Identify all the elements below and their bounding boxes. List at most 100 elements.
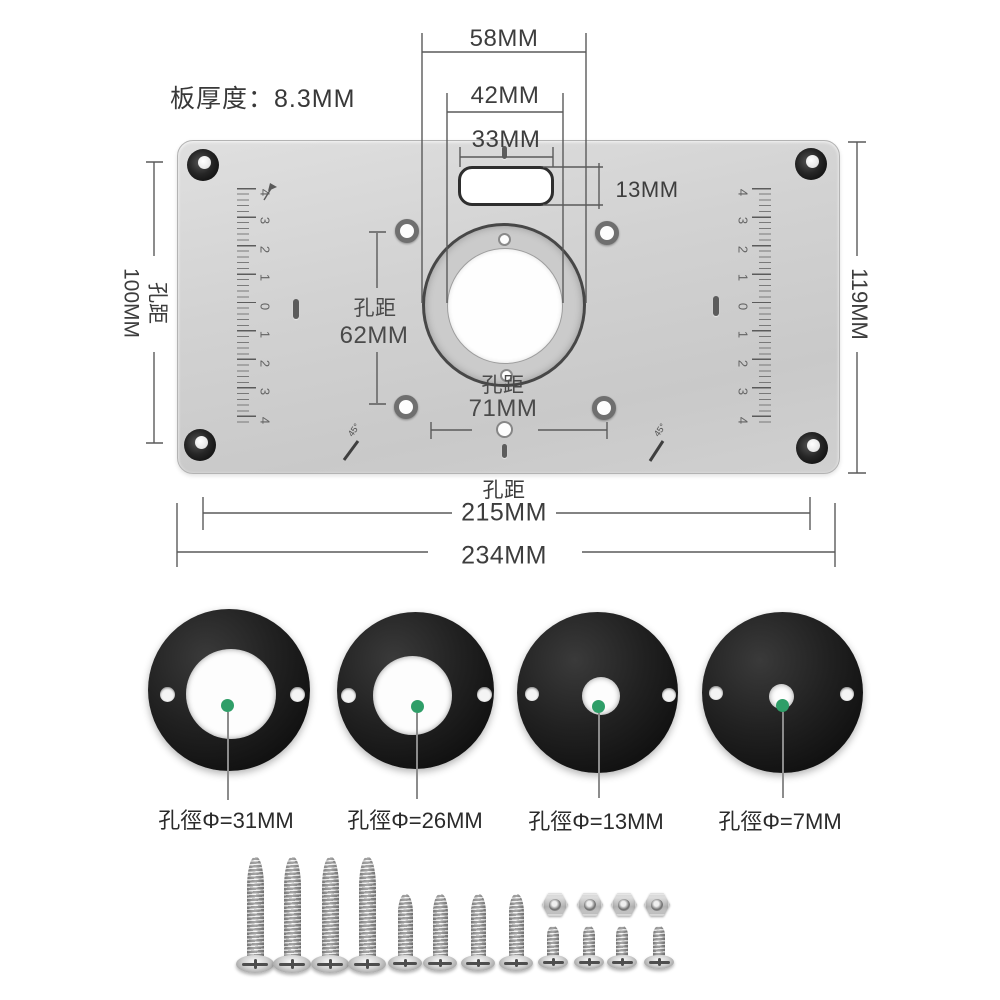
- screw-shaft: [397, 894, 413, 959]
- ring-screw-hole-bottom: [500, 369, 513, 382]
- flat-head-screw: [574, 926, 604, 969]
- ruler-number: 1: [257, 274, 273, 282]
- center-opening: [447, 248, 563, 364]
- leader-line: [416, 713, 418, 799]
- screw-head: [644, 955, 674, 969]
- hex-nut: [644, 893, 670, 916]
- machine-screw: [388, 894, 422, 971]
- mount-hole-bottom-right: [592, 396, 616, 420]
- ruler-minor-ticks: [759, 188, 771, 426]
- machine-screw: [499, 894, 533, 971]
- center-point-dot: [592, 700, 605, 713]
- ruler-number: 0: [257, 302, 273, 310]
- ring-label-26mm: 孔徑Φ=26MM: [347, 808, 483, 833]
- flat-head-screw: [607, 926, 637, 969]
- phillips-cross: [476, 958, 480, 968]
- ring-label-13mm: 孔徑Φ=13MM: [528, 809, 664, 834]
- ring-ear-hole: [525, 687, 539, 701]
- ruler-number: 4: [735, 416, 751, 424]
- hex-nut-hole: [549, 898, 561, 911]
- mount-hole-top-right: [595, 221, 619, 245]
- ring-label-31mm: 孔徑Φ=31MM: [158, 808, 294, 833]
- ring-ear-hole: [290, 687, 305, 702]
- ruler-number: 3: [257, 388, 273, 396]
- ruler-number: 4: [735, 188, 751, 197]
- ruler-minor-ticks: [237, 188, 249, 426]
- dim-234-value: 234MM: [461, 541, 547, 570]
- screw-shaft: [358, 857, 376, 959]
- ruler-number: 4: [257, 416, 273, 424]
- plate-thickness-label: 板厚度：8.3MM: [170, 85, 356, 113]
- ring-ear-hole: [662, 688, 676, 702]
- ruler-number: 2: [257, 245, 273, 253]
- ruler-number: 3: [735, 217, 751, 225]
- screw-shaft: [616, 926, 628, 959]
- machine-screw: [423, 894, 457, 971]
- long-screw: [311, 857, 349, 973]
- ring-ear-hole: [341, 688, 356, 703]
- dim-62-prefix: 孔距: [353, 297, 397, 320]
- dim-42-value: 42MM: [470, 82, 540, 109]
- corner-hole-bottom-right: [796, 432, 828, 464]
- screw-shaft: [432, 894, 448, 959]
- screw-head: [538, 955, 568, 969]
- dim-100-value: 100MM: [119, 267, 142, 339]
- hex-nut: [577, 893, 603, 916]
- insert-ring-13mm: [517, 612, 678, 773]
- screw-head: [311, 955, 349, 973]
- corner-hole-bottom-left: [184, 429, 216, 461]
- ring-label-7mm: 孔徑Φ=7MM: [718, 809, 842, 834]
- screw-head: [423, 955, 457, 971]
- mount-hole-top-left: [395, 219, 419, 243]
- hex-nut: [542, 893, 568, 916]
- phillips-cross: [551, 958, 555, 966]
- corner-hole-top-right: [795, 148, 827, 180]
- ring-ear-hole: [160, 687, 175, 702]
- ruler-number: 4: [257, 188, 273, 197]
- ring-screw-hole-top: [498, 233, 511, 246]
- mount-hole-bottom-center: [496, 421, 513, 438]
- ruler-number: 2: [257, 359, 273, 367]
- long-screw: [348, 857, 386, 973]
- ruler-number: 2: [735, 245, 751, 253]
- dim-71-prefix: 孔距: [481, 374, 525, 397]
- corner-hole-inner: [807, 439, 820, 452]
- dim-33-value: 33MM: [471, 126, 541, 153]
- ruler-number: 3: [257, 217, 273, 225]
- dim-71-value: 71MM: [468, 395, 538, 422]
- phillips-cross: [620, 958, 624, 966]
- hex-nut-hole: [584, 898, 596, 911]
- hex-nut-hole: [618, 898, 630, 911]
- dim-58-value: 58MM: [469, 25, 539, 52]
- phillips-cross: [657, 958, 661, 966]
- screw-shaft: [508, 894, 524, 959]
- ruler-number: 1: [735, 331, 751, 339]
- machine-screw: [461, 894, 495, 971]
- ruler-number: 2: [735, 359, 751, 367]
- phillips-cross: [365, 958, 369, 970]
- screw-head: [499, 955, 533, 971]
- switch-slot: [458, 166, 554, 206]
- screw-shaft: [470, 894, 486, 959]
- hex-nut: [611, 893, 637, 916]
- ring-ear-hole: [840, 687, 854, 701]
- corner-hole-inner: [195, 436, 208, 449]
- screw-head: [388, 955, 422, 971]
- screw-head: [273, 955, 311, 973]
- screw-shaft: [653, 926, 665, 959]
- screw-head: [574, 955, 604, 969]
- ring-ear-hole: [477, 687, 492, 702]
- center-point-dot: [411, 700, 424, 713]
- screw-head: [461, 955, 495, 971]
- phillips-cross: [328, 958, 332, 970]
- center-mark-right: [713, 296, 719, 316]
- center-mark-top: [502, 146, 507, 159]
- insert-ring-31mm: [148, 609, 310, 771]
- dim-62-value: 62MM: [339, 322, 409, 349]
- corner-hole-inner: [198, 156, 211, 169]
- ring-hole: [186, 649, 276, 739]
- ruler-number: 1: [257, 331, 273, 339]
- screw-head: [607, 955, 637, 969]
- long-screw: [273, 857, 311, 973]
